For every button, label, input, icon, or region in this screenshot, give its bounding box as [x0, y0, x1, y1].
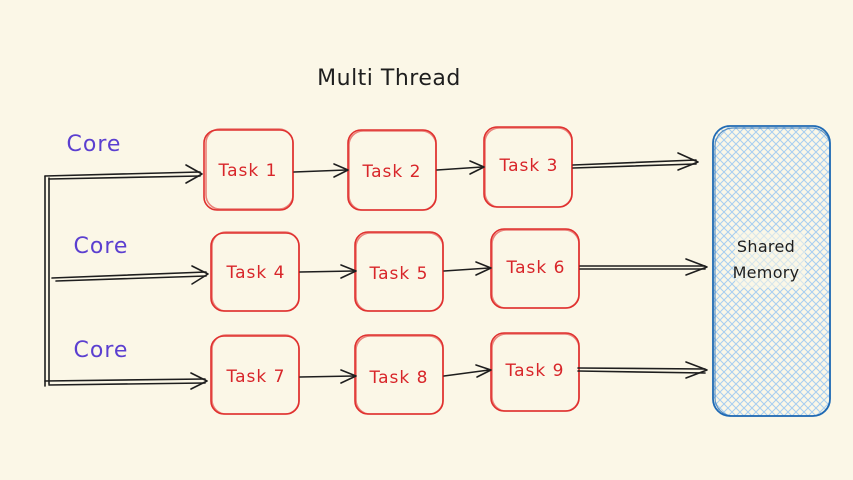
task-node-3: Task 3: [483, 126, 573, 208]
task-label-7: Task 7: [226, 367, 286, 387]
task-label-6: Task 6: [506, 258, 566, 278]
shared-memory-label-line1: Shared: [737, 237, 795, 256]
arrow-task5-task6: [443, 261, 492, 276]
task-label-8: Task 8: [369, 368, 429, 388]
core-label-2: Core: [74, 234, 129, 259]
task-label-5: Task 5: [369, 264, 429, 284]
arrow-task2-task3: [436, 160, 485, 175]
task-node-6: Task 6: [490, 228, 580, 309]
task-node-5: Task 5: [354, 231, 444, 312]
task-node-1: Task 1: [203, 128, 294, 211]
arrow-task6-memory: [579, 258, 708, 276]
task-node-7: Task 7: [210, 334, 300, 415]
task-label-3: Task 3: [499, 156, 559, 176]
core-label-1: Core: [67, 132, 122, 157]
diagram-title: Multi Thread: [317, 66, 461, 91]
arrow-task3-memory: [572, 152, 699, 171]
task-node-4: Task 4: [210, 231, 300, 312]
shared-memory-block: Shared Memory: [712, 125, 831, 417]
arrow-task7-task8: [299, 369, 357, 384]
shared-memory-label-line2: Memory: [733, 263, 800, 282]
task-node-2: Task 2: [347, 129, 437, 211]
core-2-arrow: [51, 265, 209, 285]
task-label-4: Task 4: [226, 263, 286, 283]
arrow-task9-memory: [577, 361, 708, 379]
core-1-arrow: [44, 164, 203, 184]
arrow-task4-task5: [299, 264, 357, 279]
arrow-task1-task2: [293, 163, 349, 178]
task-label-1: Task 1: [218, 161, 278, 181]
task-node-9: Task 9: [490, 332, 580, 412]
task-label-2: Task 2: [362, 162, 422, 182]
task-node-8: Task 8: [354, 334, 444, 415]
core-3-arrow: [44, 372, 208, 390]
core-label-3: Core: [74, 338, 129, 363]
task-label-9: Task 9: [505, 361, 565, 381]
arrow-task8-task9: [443, 364, 492, 378]
